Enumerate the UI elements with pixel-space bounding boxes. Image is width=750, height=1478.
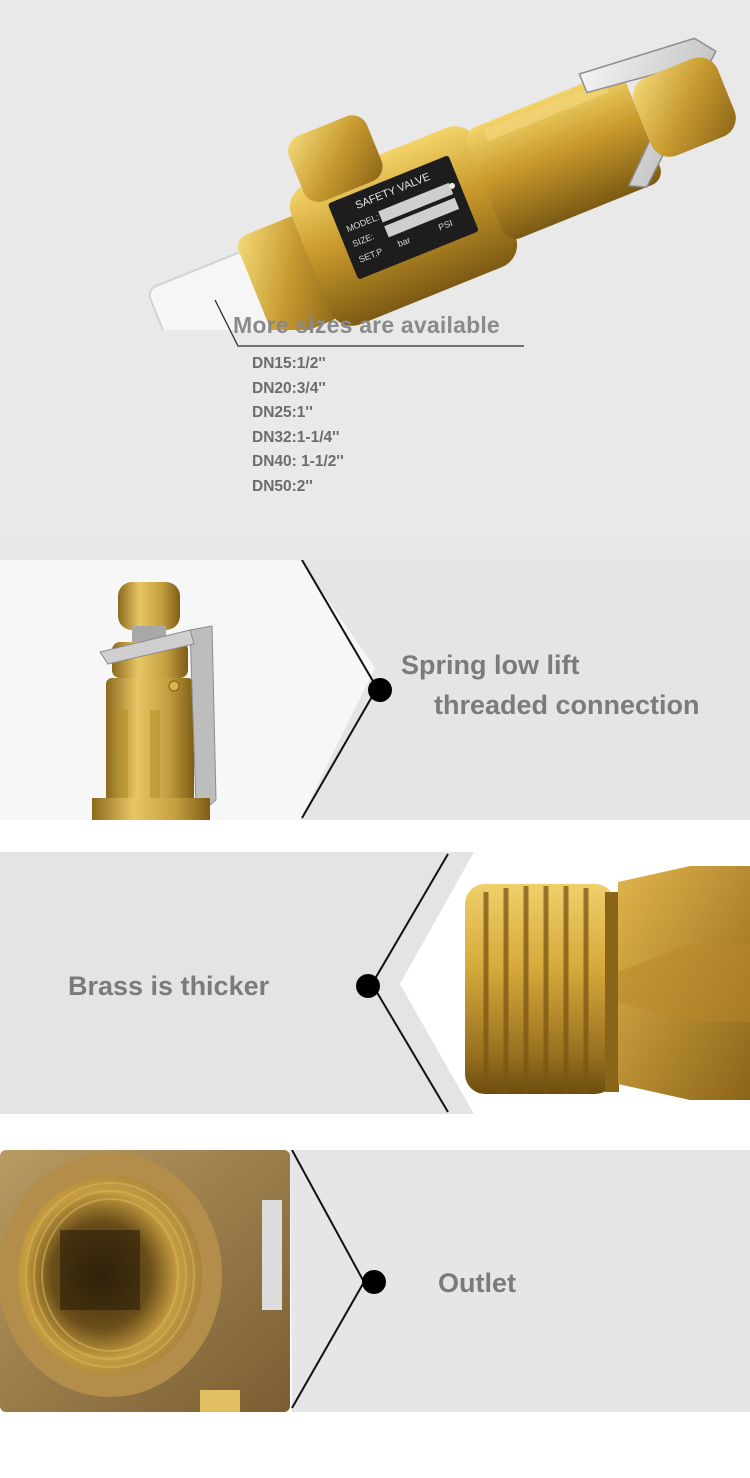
nameplate-bar-unit: bar <box>396 235 412 249</box>
feature-title-outlet: Outlet <box>438 1268 516 1298</box>
bullet-dot <box>356 974 380 998</box>
feature-title-spring: Spring low lift <box>401 650 580 680</box>
brass-thread-photo <box>390 852 750 1114</box>
size-item: DN25:1'' <box>252 404 313 421</box>
spring-lever-photo <box>0 560 380 820</box>
more-sizes-title: More sizes are available <box>233 312 500 338</box>
size-item: DN15:1/2'' <box>252 355 326 372</box>
section-divider <box>0 820 750 852</box>
size-item: DN32:1-1/4'' <box>252 428 340 446</box>
size-list: DN15:1/2'' DN20:3/4'' DN25:1'' DN32:1-1/… <box>252 352 344 499</box>
feature-outlet-section: Outlet <box>0 1150 750 1412</box>
section-divider <box>0 1114 750 1150</box>
hero-section: SAFETY VALVE MODEL: SIZE: SET.P bar PSI … <box>0 0 750 540</box>
size-item: DN40: 1-1/2'' <box>252 453 344 470</box>
feature-subtitle-connection: threaded connection <box>434 690 700 720</box>
bullet-dot <box>368 678 392 702</box>
size-item: DN50:2'' <box>252 477 313 495</box>
feature-title-brass: Brass is thicker <box>68 971 270 1001</box>
safety-valve-product-image: SAFETY VALVE MODEL: SIZE: SET.P bar PSI <box>148 37 736 330</box>
feature-spring-section: Spring low lift threaded connection <box>0 560 750 820</box>
outlet-port-photo <box>0 1150 300 1412</box>
callout-line <box>214 299 524 347</box>
feature-brass-section: Brass is thicker <box>0 852 750 1114</box>
bullet-dot <box>362 1270 386 1294</box>
size-item: DN20:3/4'' <box>252 379 326 397</box>
section-divider <box>0 1412 750 1478</box>
